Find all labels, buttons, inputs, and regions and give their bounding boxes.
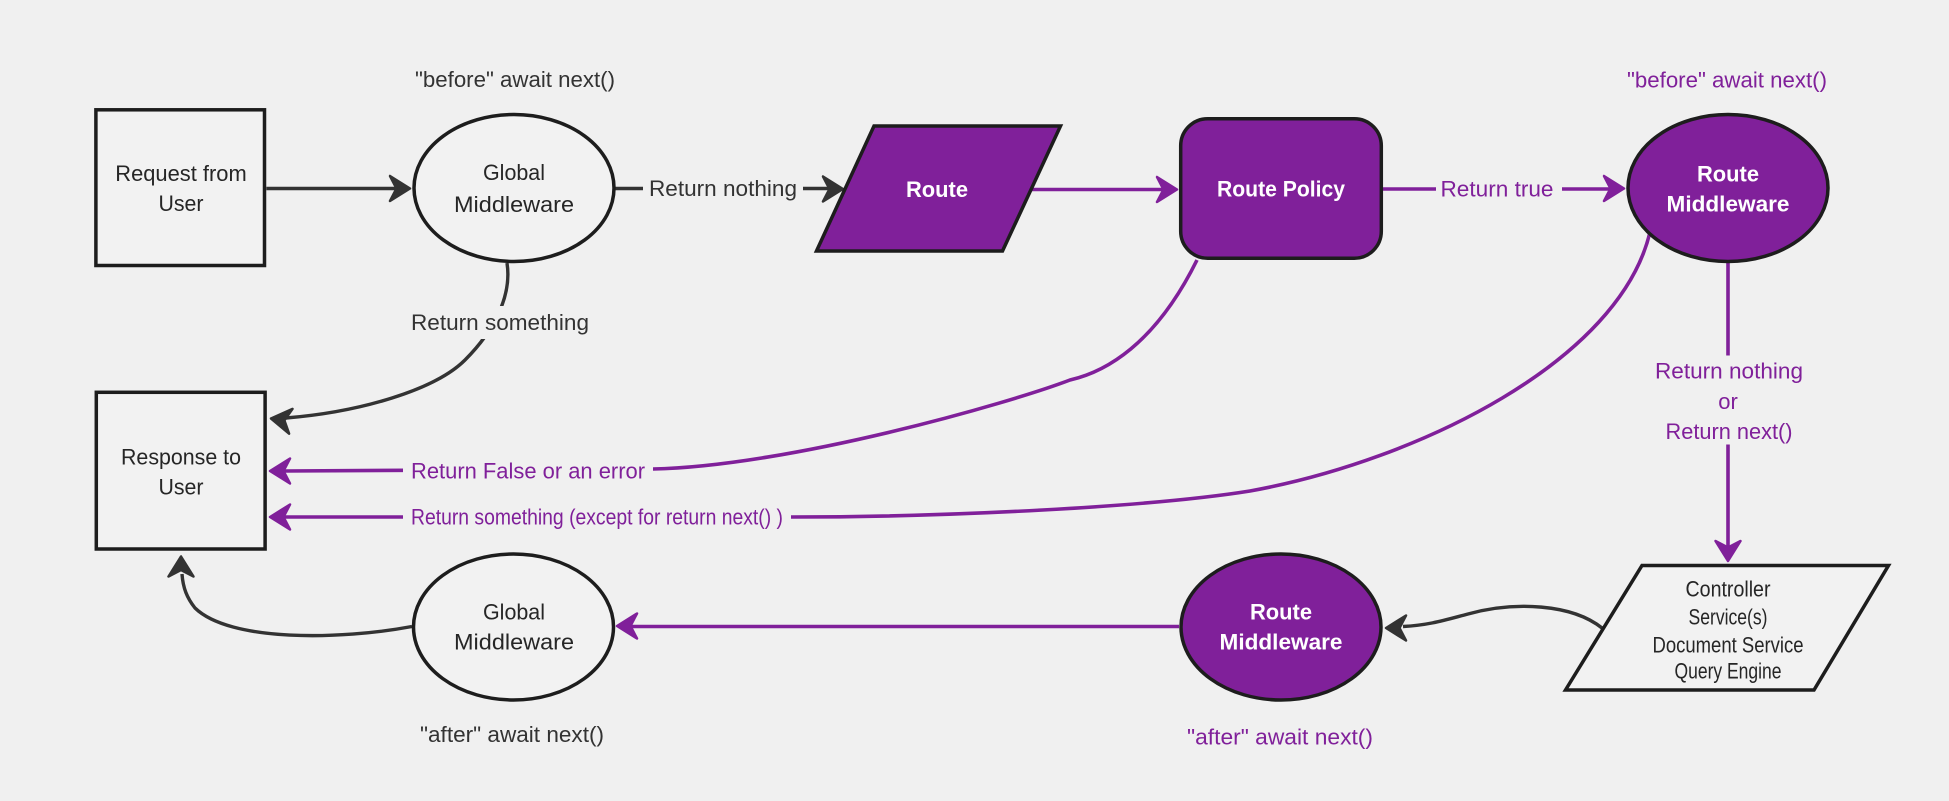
svg-text:Return something (except for r: Return something (except for return next… xyxy=(411,505,783,530)
svg-text:Service(s): Service(s) xyxy=(1689,605,1768,630)
svg-text:Middleware: Middleware xyxy=(454,630,574,655)
svg-text:Query Engine: Query Engine xyxy=(1675,659,1782,684)
svg-text:Return nothing: Return nothing xyxy=(649,176,797,201)
svg-text:Document Service: Document Service xyxy=(1653,633,1804,658)
svg-text:Route: Route xyxy=(906,177,968,202)
svg-text:User: User xyxy=(159,191,204,216)
svg-text:Return true: Return true xyxy=(1441,177,1554,202)
svg-text:Global: Global xyxy=(483,600,545,625)
svg-text:Return False or an error: Return False or an error xyxy=(411,459,645,484)
svg-text:"before" await next(): "before" await next() xyxy=(1627,68,1827,93)
svg-text:Route: Route xyxy=(1697,162,1759,187)
svg-text:"after" await next(): "after" await next() xyxy=(420,722,604,747)
svg-text:Return something: Return something xyxy=(411,310,589,335)
svg-text:or: or xyxy=(1718,389,1738,414)
svg-text:"after" await next(): "after" await next() xyxy=(1187,725,1373,750)
svg-text:Middleware: Middleware xyxy=(1220,630,1343,655)
svg-text:Middleware: Middleware xyxy=(1667,192,1790,217)
svg-text:Return next(): Return next() xyxy=(1666,419,1793,444)
svg-text:Response to: Response to xyxy=(121,445,241,470)
svg-text:Route Policy: Route Policy xyxy=(1217,177,1346,202)
svg-text:Global: Global xyxy=(483,160,545,185)
svg-text:Middleware: Middleware xyxy=(454,192,574,217)
svg-text:Controller: Controller xyxy=(1686,577,1771,602)
svg-text:User: User xyxy=(159,475,204,500)
svg-text:"before" await next(): "before" await next() xyxy=(415,67,615,92)
svg-text:Request from: Request from xyxy=(115,161,247,186)
svg-text:Return nothing: Return nothing xyxy=(1655,359,1803,384)
svg-text:Route: Route xyxy=(1250,600,1312,625)
